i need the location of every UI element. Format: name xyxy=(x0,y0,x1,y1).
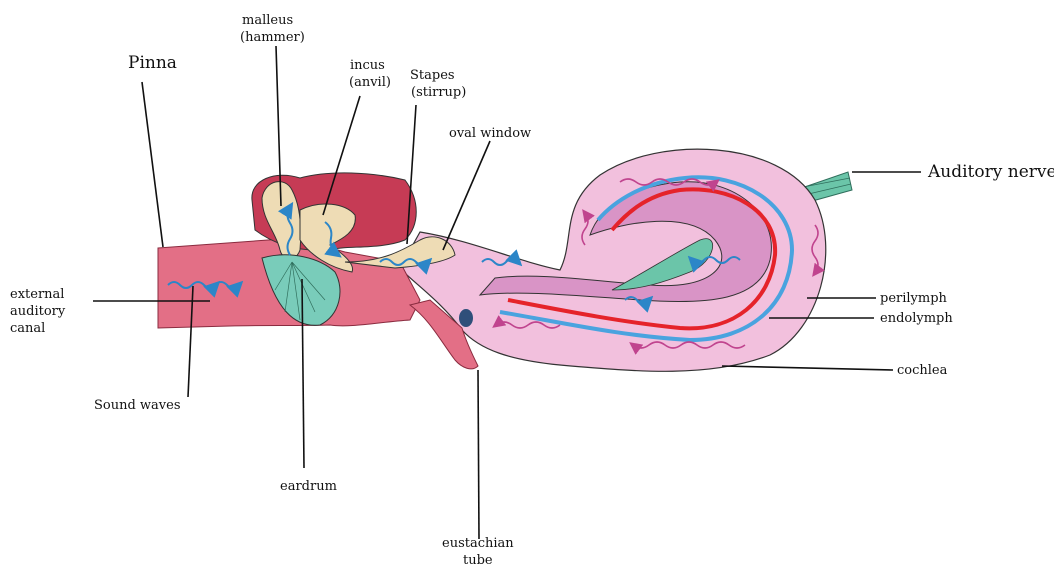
pinna-leader xyxy=(142,82,163,247)
label-stapes-sub: (stirrup) xyxy=(411,85,466,100)
label-eustachian: eustachian xyxy=(442,536,514,551)
label-oval-window: oval window xyxy=(449,126,531,141)
label-auditory-nerve: Auditory nerve xyxy=(927,162,1054,182)
label-tube: tube xyxy=(463,553,493,565)
oval-window-leader xyxy=(443,141,490,250)
label-pinna: Pinna xyxy=(128,53,177,73)
label-perilymph: perilymph xyxy=(880,291,948,306)
label-eardrum: eardrum xyxy=(280,479,337,494)
label-canal: canal xyxy=(10,321,45,336)
label-external: external xyxy=(10,287,64,302)
label-cochlea: cochlea xyxy=(897,363,948,378)
label-sound-waves: Sound waves xyxy=(94,398,181,413)
label-malleus: malleus xyxy=(242,13,293,28)
label-incus-sub: (anvil) xyxy=(349,75,391,90)
label-endolymph: endolymph xyxy=(880,311,953,326)
eustachian-leader xyxy=(478,370,479,539)
cochlea-leader xyxy=(722,366,893,370)
round-window xyxy=(459,309,473,327)
label-stapes: Stapes xyxy=(410,68,455,83)
label-auditory: auditory xyxy=(10,304,66,319)
label-malleus-sub: (hammer) xyxy=(240,30,305,45)
label-incus: incus xyxy=(350,58,385,73)
